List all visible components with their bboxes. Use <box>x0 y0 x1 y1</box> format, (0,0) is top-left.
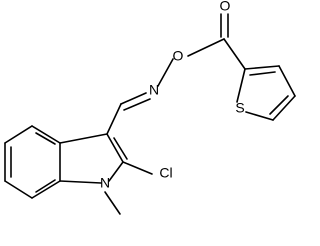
indole-ring <box>4 125 153 215</box>
indole-nitrogen-label: N <box>100 175 110 191</box>
ester-group <box>187 13 246 70</box>
oxime-nitrogen-label: N <box>149 82 159 98</box>
bond-indole-c3a-c3 <box>59 133 108 144</box>
bond-thiophene-s-c2 <box>236 68 246 103</box>
bond-benzene-c7-c7a <box>31 180 61 199</box>
bond-thiophene-c2-c3 <box>244 65 280 70</box>
bond-thiophene-c3-c4 <box>278 65 296 97</box>
bond-benzene-inner-3 <box>35 179 56 193</box>
structure-diagram: O O N S Cl N <box>4 0 296 215</box>
bond-carbonyl-carbon-to-thiophene <box>223 38 246 70</box>
bond-carbonyl-carbon-to-ester-oxygen <box>187 38 225 57</box>
ester-oxygen-label: O <box>173 48 184 64</box>
bond-benzene-c4-c5 <box>4 125 33 144</box>
bond-imine-double-a <box>120 92 147 105</box>
oxime-linker <box>106 58 174 135</box>
bond-ester-oxygen-to-nitrogen <box>157 58 174 87</box>
bond-n1-to-methyl <box>104 191 121 215</box>
bond-c2-to-cl <box>122 161 153 175</box>
thiophene-ring <box>236 65 296 121</box>
bond-thiophene-c4-c5 <box>272 95 296 121</box>
bond-imine-double-b <box>123 98 151 111</box>
carbonyl-oxygen-label: O <box>220 0 231 14</box>
thiophene-sulfur-label: S <box>235 100 244 116</box>
bond-benzene-c6-c7 <box>4 180 33 199</box>
bond-indole-c2c3-double <box>113 137 128 160</box>
chlorine-label: Cl <box>159 165 172 181</box>
bond-thiophene-inner-double-2 <box>269 95 289 115</box>
bond-indole-c2-n1 <box>108 161 124 182</box>
bond-thiophene-c5-s <box>245 111 274 121</box>
bond-benzene-inner-1 <box>35 132 56 145</box>
bond-imine-to-indole <box>106 103 122 135</box>
bond-indole-n1-c7a <box>59 180 102 184</box>
bond-benzene-c3a-c4 <box>31 125 61 144</box>
bond-thiophene-inner-double-1 <box>249 71 276 76</box>
molecule-svg: O O N S Cl N <box>4 0 296 215</box>
bond-indole-c3-c2 <box>106 133 124 163</box>
atom-labels: O O N S Cl N <box>100 0 245 191</box>
